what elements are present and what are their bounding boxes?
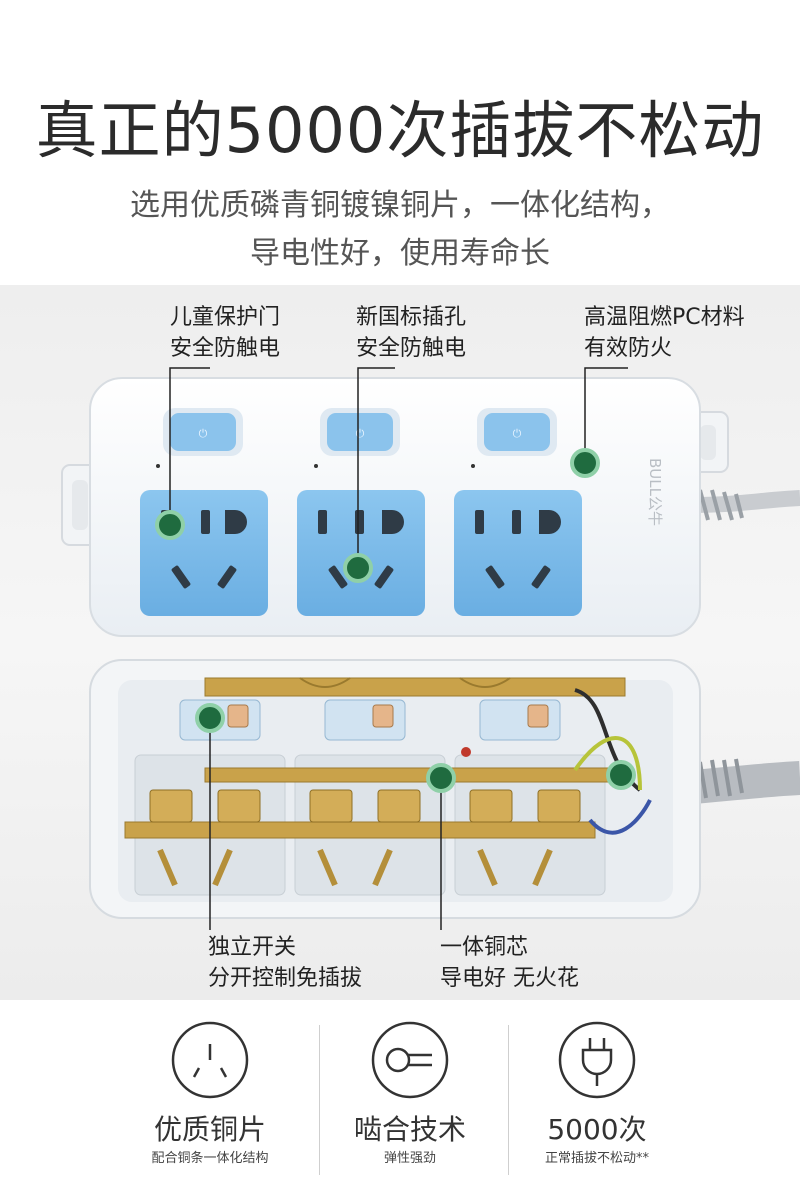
switch-2: ⏻: [320, 408, 400, 456]
callout-leaders: [169, 367, 628, 930]
socket-2: [297, 490, 425, 616]
feature-durability-title: 5000次: [547, 1113, 647, 1146]
callout-new-standard-line1: 新国标插孔: [356, 305, 467, 330]
callout-dots: [155, 448, 636, 793]
callout-flame-retardant-line1: 高温阻燃PC材料: [584, 305, 745, 330]
callout-copper-core-line1: 一体铜芯: [440, 935, 529, 960]
plug-icon: [558, 1021, 636, 1099]
brand-logo-text: BULL公牛: [646, 458, 664, 526]
brand-logo: BULL公牛: [646, 458, 664, 526]
socket-3: [454, 490, 582, 616]
product-photo: ⏻ ⏻ ⏻: [0, 285, 800, 1000]
power-strip-internal: [89, 659, 800, 919]
callout-child-door-line1: 儿童保护门: [170, 305, 281, 330]
feature-copper-subtitle: 配合铜条一体化结构: [151, 1151, 269, 1166]
feature-copper-title: 优质铜片: [153, 1113, 266, 1146]
power-strip-illustration: ⏻ ⏻ ⏻: [61, 367, 800, 930]
callout-copper-core: 一体铜芯 导电好 无火花: [440, 932, 579, 994]
power-strip-top: ⏻ ⏻ ⏻: [61, 377, 800, 637]
subheadline-line-2: 导电性好，使用寿命长: [250, 236, 550, 271]
callout-flame-retardant: 高温阻燃PC材料 有效防火: [584, 302, 745, 364]
callout-flame-retardant-line2: 有效防火: [584, 336, 673, 361]
callout-new-standard: 新国标插孔 安全防触电: [356, 302, 466, 364]
clamp-icon: [371, 1021, 449, 1099]
switch-3: ⏻: [477, 408, 557, 456]
callout-independent-switch-line1: 独立开关: [208, 935, 297, 960]
feature-strip: 优质铜片 配合铜条一体化结构 啮合技术 弹性强劲 5000次 正常插拔不松动**: [0, 1005, 800, 1200]
callout-child-door: 儿童保护门 安全防触电: [170, 302, 280, 364]
callout-new-standard-line2: 安全防触电: [356, 336, 467, 361]
feature-meshing-subtitle: 弹性强劲: [383, 1151, 436, 1166]
subheadline-line-1: 选用优质磷青铜镀镍铜片，一体化结构，: [130, 188, 670, 223]
socket-icon: [171, 1021, 249, 1099]
callout-copper-core-line2: 导电好 无火花: [440, 966, 579, 991]
svg-text:⏻: ⏻: [199, 427, 208, 440]
svg-text:⏻: ⏻: [513, 427, 522, 440]
socket-1: [140, 490, 268, 616]
feature-divider-2: [508, 1025, 509, 1175]
feature-divider-1: [319, 1025, 320, 1175]
switch-1: ⏻: [163, 408, 243, 456]
callout-child-door-line2: 安全防触电: [170, 336, 281, 361]
feature-meshing-title: 啮合技术: [353, 1113, 466, 1146]
callout-independent-switch: 独立开关 分开控制免插拔: [208, 932, 362, 994]
headline: 真正的5000次插拔不松动: [35, 94, 765, 167]
feature-durability-subtitle: 正常插拔不松动**: [544, 1151, 649, 1166]
callout-independent-switch-line2: 分开控制免插拔: [208, 966, 363, 991]
svg-text:⏻: ⏻: [356, 427, 365, 440]
